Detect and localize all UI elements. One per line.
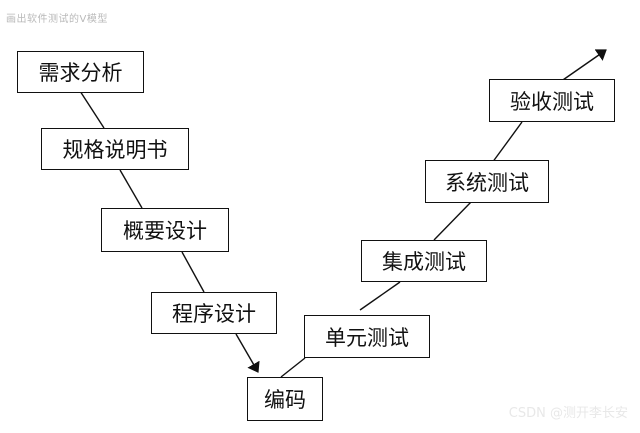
diagram-caption: 画出软件测试的V模型 [6, 14, 108, 25]
box-specification: 规格说明书 [41, 128, 189, 170]
connector-arrow [559, 49, 607, 83]
watermark-text: CSDN @测开李长安 [508, 406, 628, 421]
connector-line [79, 90, 105, 129]
box-unit-testing: 单元测试 [304, 315, 430, 358]
box-system-testing: 系统测试 [425, 160, 549, 203]
connector-arrow [235, 333, 260, 373]
connector-line [491, 121, 523, 164]
box-requirements-analysis: 需求分析 [17, 51, 144, 93]
box-acceptance-testing: 验收测试 [489, 79, 615, 122]
box-detailed-design: 程序设计 [151, 292, 277, 334]
connector-line [181, 251, 205, 293]
connector-line [359, 281, 401, 311]
box-coding: 编码 [247, 377, 323, 421]
connector-line [280, 357, 306, 378]
box-integration-testing: 集成测试 [361, 240, 487, 282]
connector-line [433, 200, 473, 241]
box-high-level-design: 概要设计 [101, 208, 229, 252]
connector-line [119, 169, 143, 209]
